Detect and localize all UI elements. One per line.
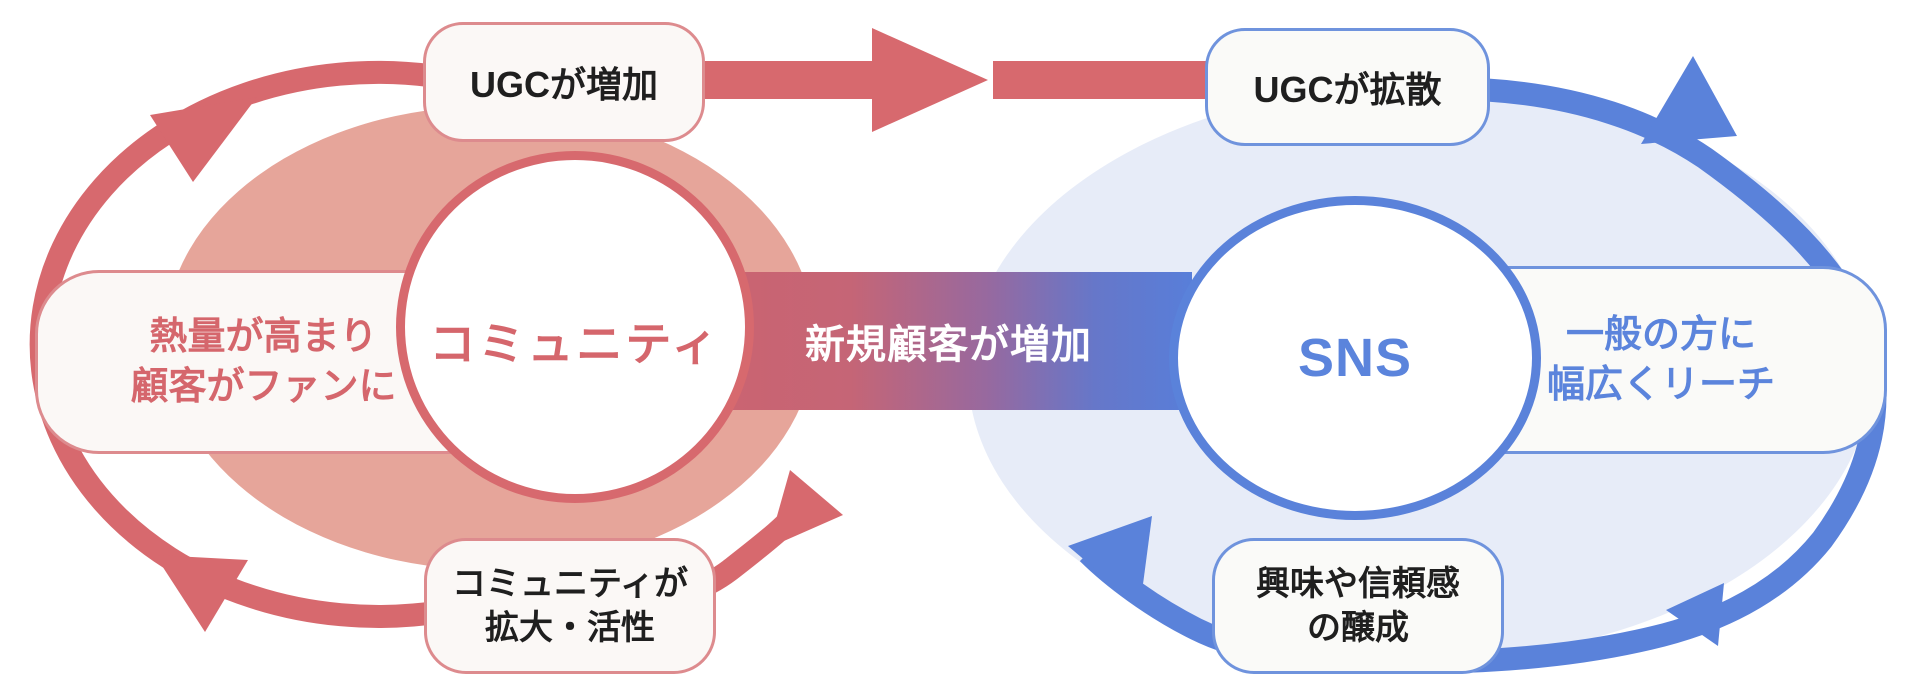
sns-side-label: 一般の方に 幅広くリーチ [1546, 313, 1775, 406]
blue-arrowhead-to-center-icon [1068, 516, 1152, 607]
community-growth-label: コミュニティが 拡大・活性 [452, 564, 688, 647]
sns-hub-label: SNS [1297, 328, 1413, 388]
ugc-increase-label: UGCが増加 [470, 64, 658, 105]
new-customers-flow-label: 新規顧客が増加 [805, 323, 1092, 367]
trust-building-label-box: 興味や信頼感 の醸成 [1212, 538, 1504, 674]
new-customers-flow-band: 新規顧客が増加 [705, 272, 1192, 410]
red-arrowhead-bottom-left-icon [155, 555, 248, 632]
community-side-label: 熱量が高まり 顧客がファンに [130, 315, 397, 408]
red-top-band-2 [993, 61, 1207, 99]
community-hub-circle: コミュニティ [396, 151, 754, 503]
community-growth-label-box: コミュニティが 拡大・活性 [424, 538, 716, 674]
ugc-spread-label-box: UGCが拡散 [1205, 28, 1490, 146]
red-arrowhead-right-icon [872, 28, 988, 132]
community-hub-label: コミュニティ [429, 318, 721, 370]
blue-arrowhead-top-right-icon [1641, 56, 1737, 144]
red-arrowhead-bottom-right-icon [768, 470, 843, 548]
sns-hub-circle: SNS [1169, 196, 1541, 520]
ugc-increase-label-box: UGCが増加 [423, 22, 705, 142]
trust-building-label: 興味や信頼感 の醸成 [1256, 564, 1460, 647]
blue-arrowhead-bottom-icon [1666, 583, 1724, 646]
ugc-spread-label: UGCが拡散 [1253, 69, 1442, 110]
red-arrowhead-top-left-icon [150, 97, 257, 182]
